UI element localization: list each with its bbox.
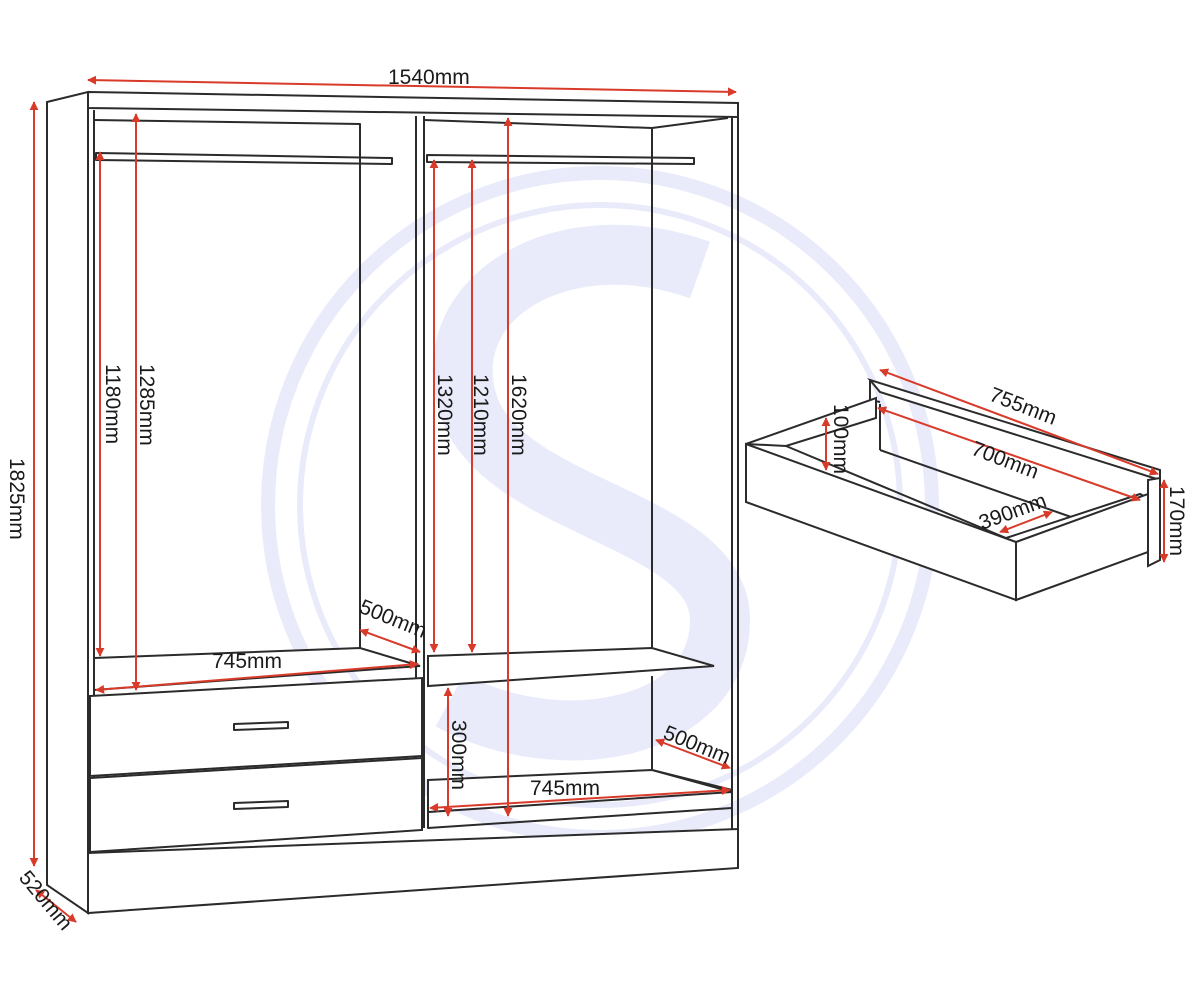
bottom-drawer-front	[89, 756, 423, 854]
wardrobe-top-board	[87, 90, 739, 119]
overall-width-label: 1540mm	[388, 66, 470, 89]
drawer-back-edge	[1147, 476, 1161, 568]
right-lower-height-label: 300mm	[447, 720, 470, 790]
drawer-outer-height-label: 170mm	[1165, 486, 1188, 556]
drawer-inner-height-label: 100mm	[829, 404, 852, 474]
right-hanging-rail	[426, 154, 695, 165]
right-full-height-label: 1620mm	[507, 374, 530, 456]
wardrobe-plinth	[87, 827, 739, 915]
overall-height-label: 1825mm	[5, 458, 28, 540]
left-hanging-rail	[95, 152, 393, 165]
wardrobe-side-panel	[46, 90, 89, 915]
drawer-front-panel	[745, 442, 1017, 602]
right-shelf	[427, 646, 715, 688]
drawer-detail	[745, 378, 1161, 602]
wardrobe-dimension-arrows	[29, 75, 737, 923]
bottom-drawer-handle	[233, 800, 289, 810]
drawer-inner-width-label: 700mm	[968, 437, 1042, 484]
right-bottom-depth-label: 500mm	[660, 721, 734, 769]
top-drawer-handle	[233, 721, 289, 731]
left-hanging-height-label: 1285mm	[135, 364, 158, 446]
drawer-left-wall	[745, 396, 877, 448]
left-rail-drop-label: 1180mm	[101, 364, 124, 444]
drawer-dimension-arrows	[821, 368, 1169, 563]
left-shelf-width-label: 745mm	[212, 650, 282, 673]
left-shelf-depth-label: 500mm	[356, 595, 430, 643]
right-hanging-height-label: 1210mm	[469, 374, 492, 456]
right-bottom-width-label: 745mm	[530, 777, 600, 800]
right-rail-drop-label: 1320mm	[433, 374, 456, 456]
